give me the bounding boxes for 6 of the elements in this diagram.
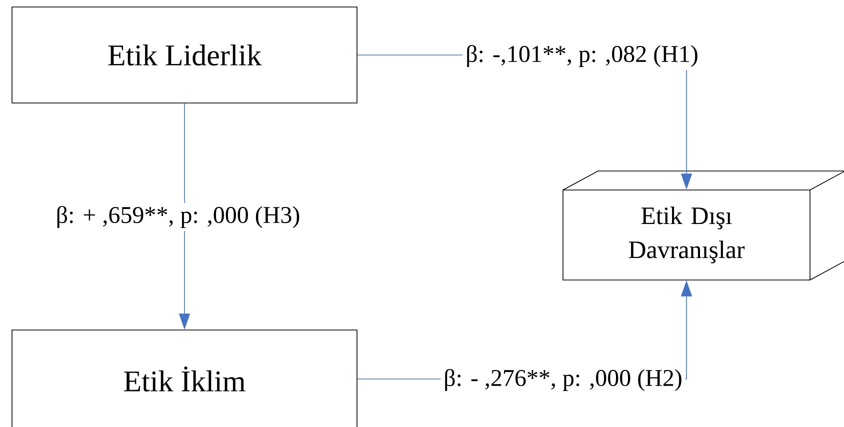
edge-label: β: + ,659**, p: ,000 (H3) xyxy=(52,203,304,231)
box-3d: Etik Dışı Davranışlar xyxy=(562,170,844,280)
edge-label: β: - ,276**, p: ,000 (H2) xyxy=(440,366,686,394)
box: Etik İklim xyxy=(12,330,358,427)
edge-label: β: -,101**, p: ,082 (H1) xyxy=(462,42,702,70)
box: Etik Liderlik xyxy=(12,6,358,104)
